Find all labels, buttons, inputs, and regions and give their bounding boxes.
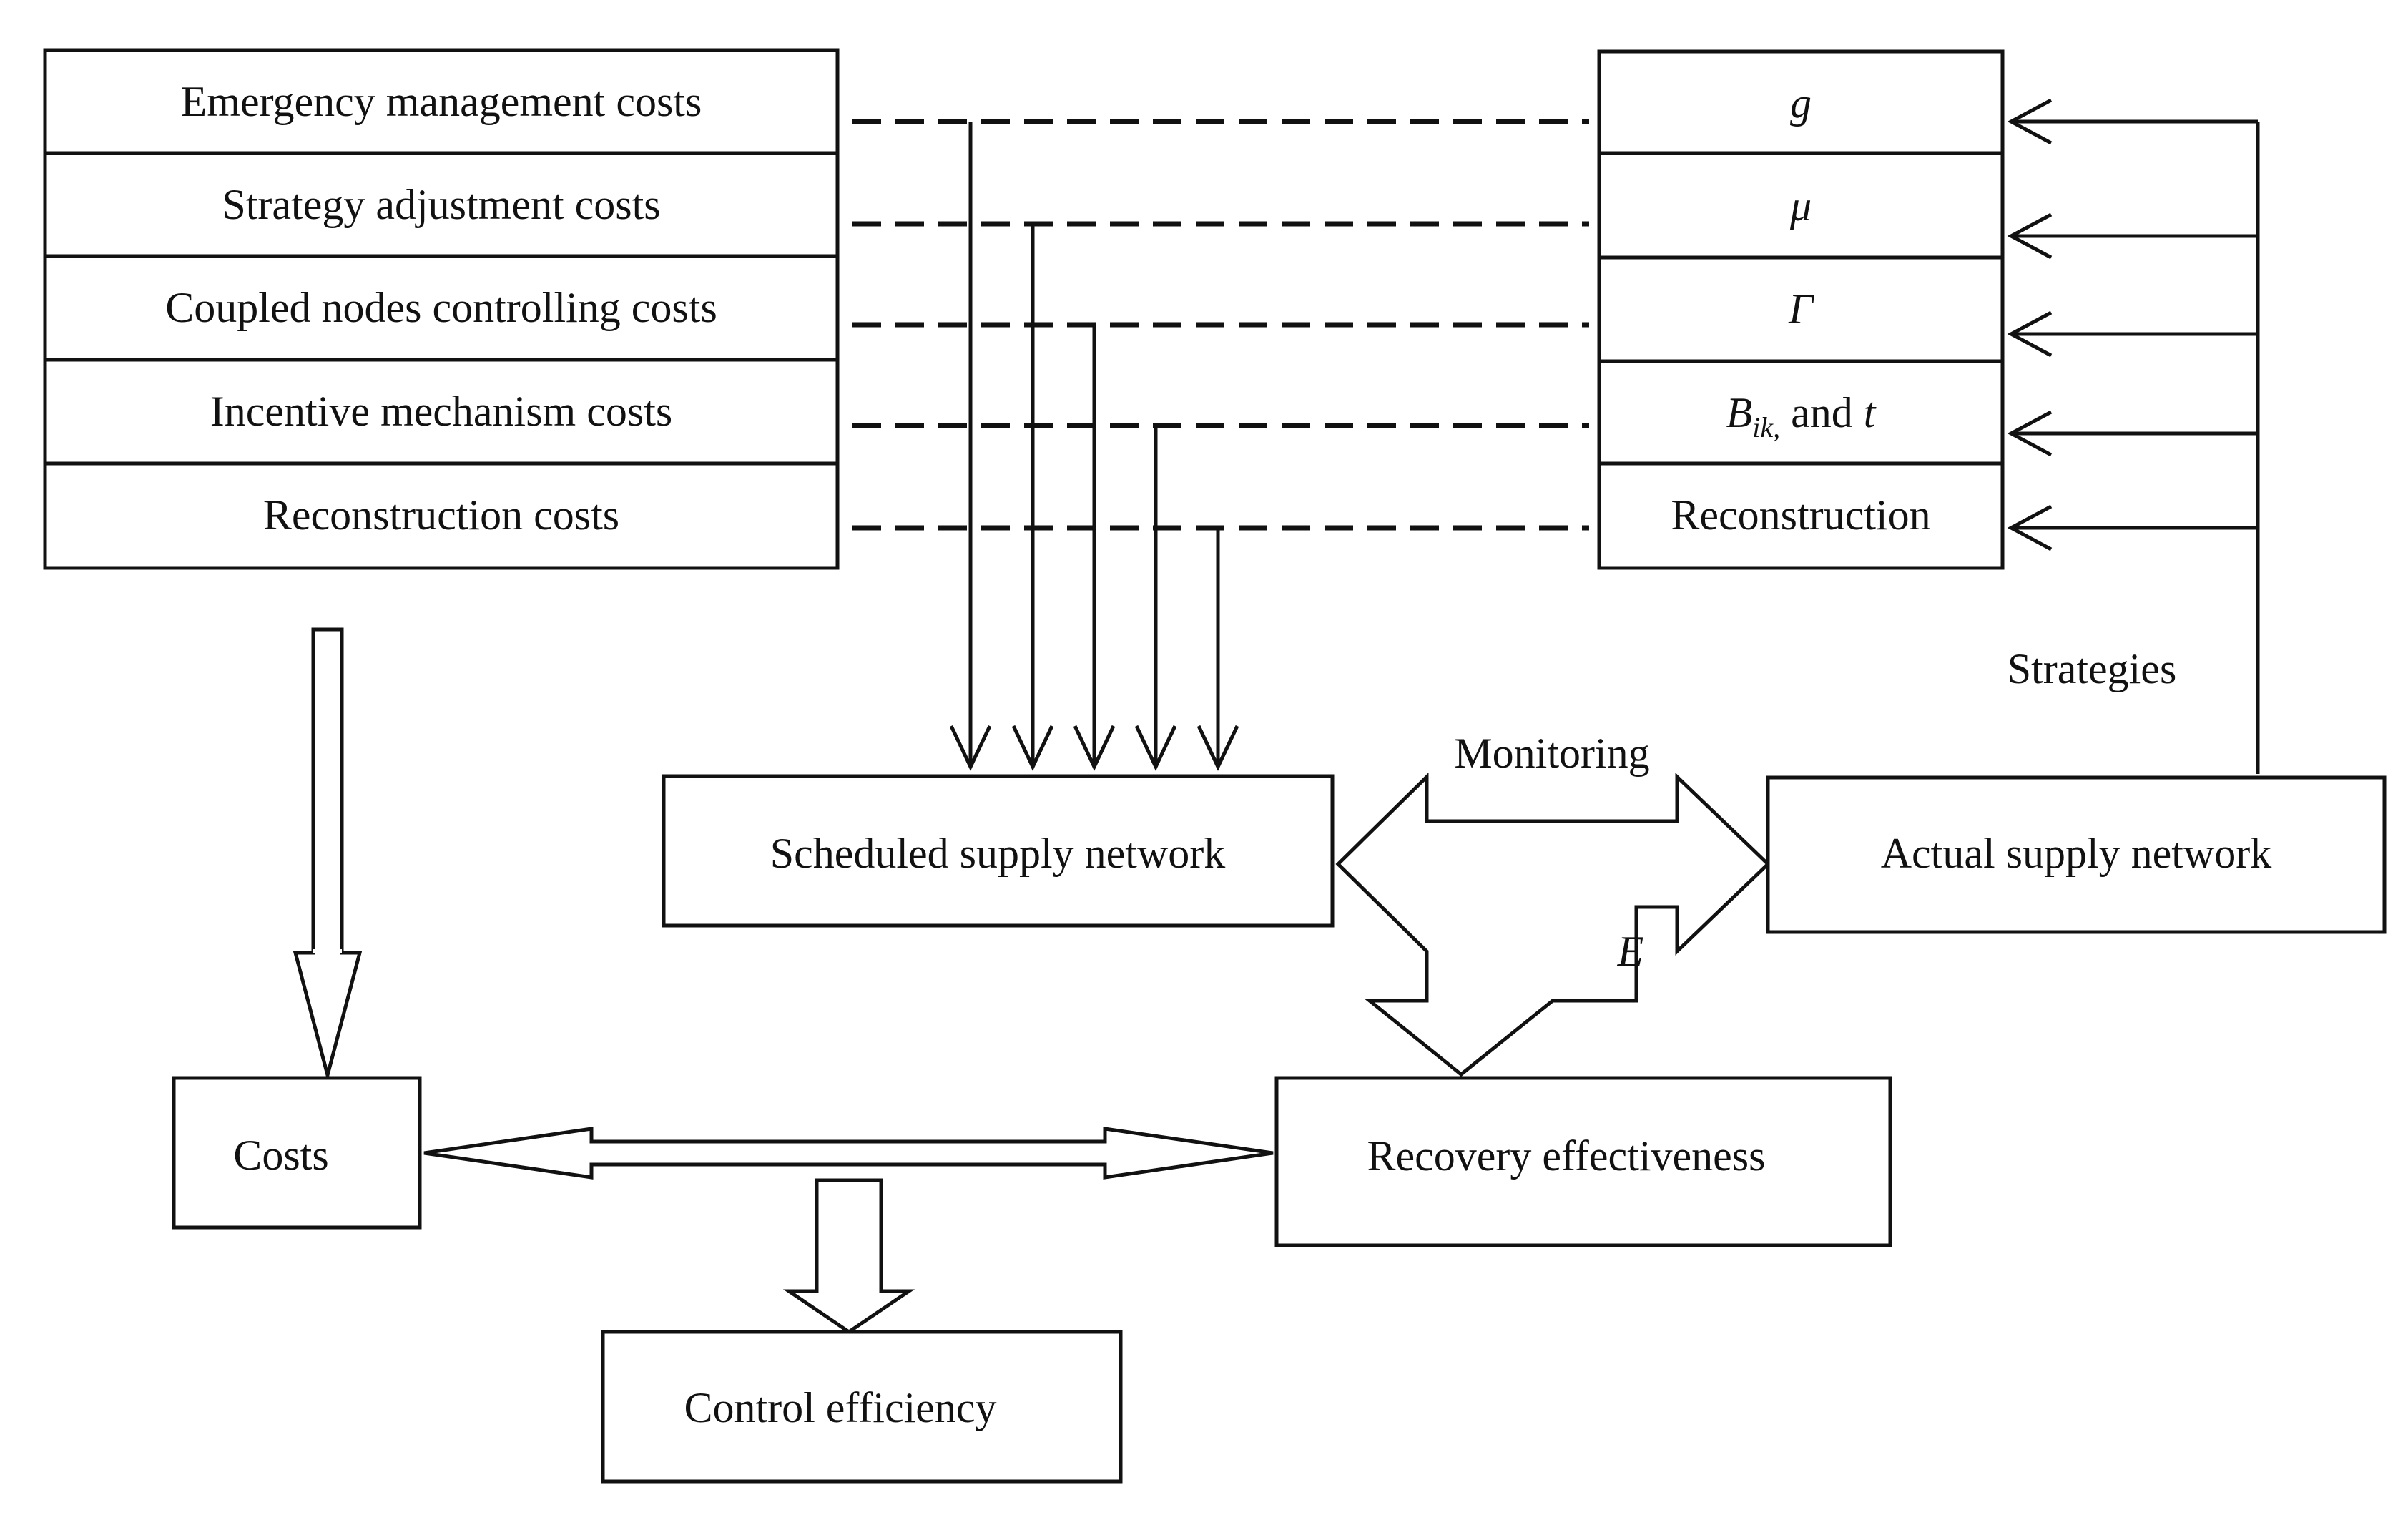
control-efficiency-box [601, 1330, 1123, 1484]
costs-recovery-double-arrow [423, 1127, 1274, 1180]
feedback-arrow-head [2007, 212, 2053, 260]
cost-row-incentive-mechanism: Incentive mechanism costs [210, 388, 672, 435]
dashed-links [852, 119, 1589, 531]
costs-box [172, 1076, 422, 1230]
arrow-head [1073, 725, 1116, 771]
cost-row-emergency-management: Emergency management costs [181, 78, 702, 125]
cost-row-reconstruction: Reconstruction costs [263, 491, 619, 539]
scheduled-supply-network-box [662, 774, 1335, 928]
param-t-symbol: t [1864, 389, 1877, 436]
feedback-arrow-head [2007, 410, 2053, 457]
parameter-table: g μ Γ Bik, and t Reconstruction [1597, 49, 2005, 570]
input-arrows [949, 122, 1239, 771]
param-reconstruction: Reconstruction [1671, 491, 1930, 539]
cost-to-costs-arrow [293, 627, 363, 1082]
actual-supply-network-box [1766, 775, 2387, 934]
param-gamma: Γ [1788, 285, 1815, 333]
feedback-arrow-head [2007, 504, 2053, 551]
arrow-head [1011, 725, 1054, 771]
arrow-head [1196, 725, 1239, 771]
feedback-arrow-head [2007, 98, 2053, 145]
recovery-effectiveness-box [1274, 1076, 1892, 1247]
param-b-symbol: B [1726, 389, 1753, 436]
scheduled-supply-network-label: Scheduled supply network [770, 830, 1226, 877]
strategies-label: Strategies [2008, 645, 2177, 692]
monitoring-block-arrow [1335, 773, 1771, 1077]
parameter-table-frame [1597, 49, 2005, 570]
arrow-head [1134, 725, 1177, 771]
recovery-effectiveness-label: Recovery effectiveness [1367, 1132, 1766, 1180]
cost-row-strategy-adjustment: Strategy adjustment costs [222, 181, 660, 228]
monitoring-label: Monitoring [1454, 730, 1649, 777]
cost-table-frame [43, 48, 840, 570]
to-control-efficiency-arrow [782, 1178, 915, 1335]
param-mu: μ [1789, 182, 1812, 230]
actual-supply-network-label: Actual supply network [1881, 830, 2272, 877]
control-efficiency-label: Control efficiency [684, 1384, 996, 1431]
arrow-head [949, 725, 992, 771]
cost-row-coupled-nodes: Coupled nodes controlling costs [165, 284, 717, 331]
feedback-arrow-head [2007, 310, 2053, 358]
e-label: E [1617, 928, 1644, 975]
strategies-feedback: Strategies [2007, 98, 2260, 774]
param-and-connector: and [1780, 389, 1864, 436]
cost-table: Emergency management costs Strategy adju… [43, 48, 840, 570]
costs-label: Costs [233, 1132, 328, 1179]
param-b-subscript: ik, [1752, 411, 1780, 443]
param-g: g [1790, 79, 1812, 127]
param-b-and-t: Bik, and t [1726, 389, 1877, 443]
